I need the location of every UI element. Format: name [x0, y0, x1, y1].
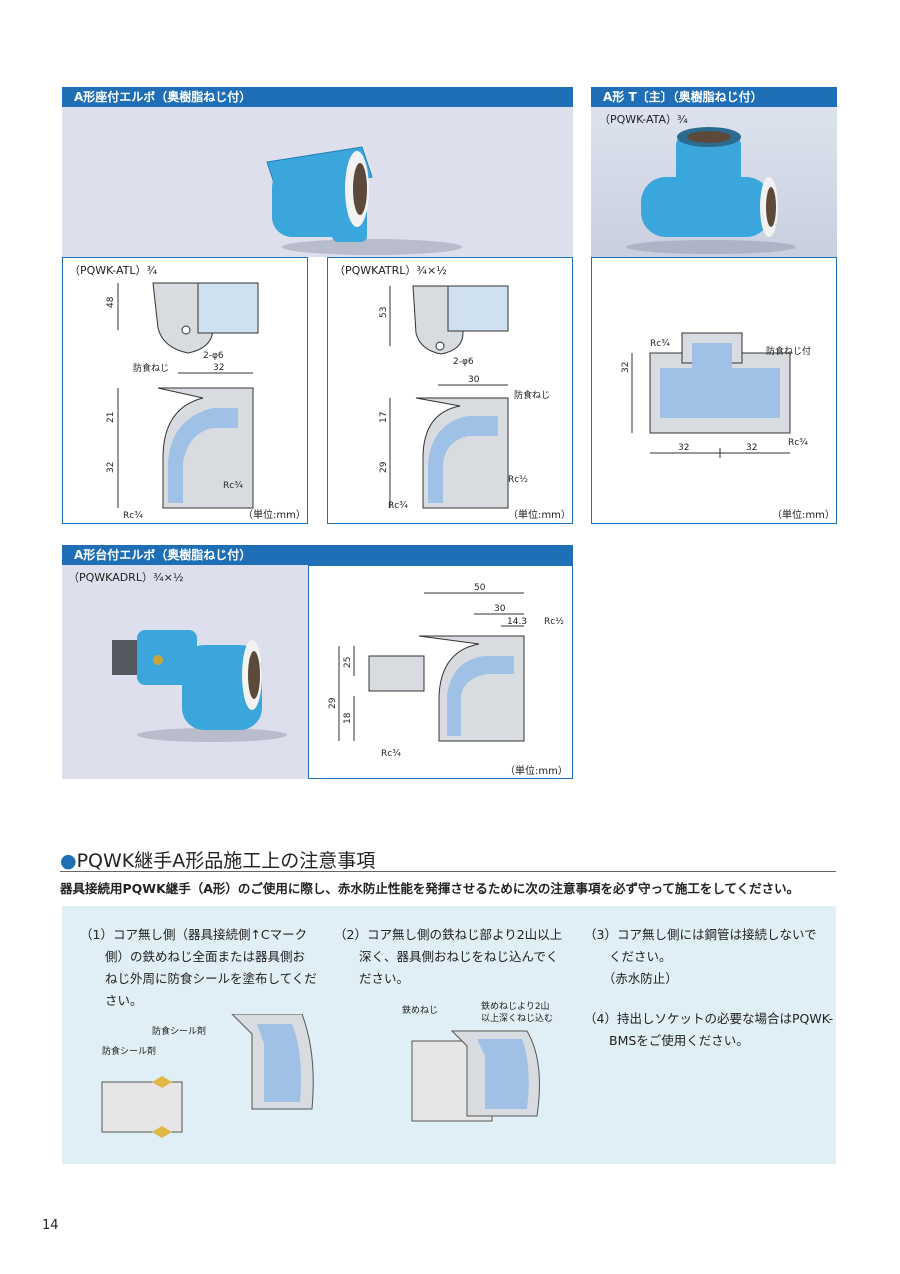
- tee-product-photo: [626, 127, 796, 254]
- section-rule: [60, 871, 836, 872]
- panel-header-drl: A形台付エルボ（奥樹脂ねじ付）: [62, 545, 573, 565]
- section-title-text: PQWK継手A形品施工上の注意事項: [76, 850, 376, 872]
- notes-panel: （1）コア無し側（器具接続側↑Cマーク 側）の鉄めねじ全面または器具側お ねじ外…: [62, 906, 836, 1164]
- section-intro: 器具接続用PQWK継手（A形）のご使用に際し、赤水防止性能を発揮させるために次の…: [60, 881, 800, 896]
- note-4-line-2: BMSをご使用ください。: [584, 1033, 749, 1048]
- note-3: （3）コア無し側には鋼管は接続しないで ください。 （赤水防止）: [584, 924, 817, 990]
- dim-17: 17: [379, 412, 389, 423]
- thread-figure: 鉄めねじ 鉄めねじより2山 以上深くねじ込む: [402, 1001, 553, 1122]
- model-t: （PQWK-ATA）¾: [599, 113, 688, 126]
- model-drl: （PQWKADRL）¾×½: [68, 571, 184, 584]
- drawing-box-t: Rc¾ 32 防食ねじ付 Rc¾ 32 32 （単位:mm）: [591, 257, 837, 524]
- note-3-line-2: ください。: [584, 949, 672, 964]
- photo-t: （PQWK-ATA）¾: [591, 107, 837, 257]
- label-rc2: Rc¾: [381, 749, 401, 759]
- base-elbow-product-photo: [112, 630, 287, 742]
- label-rc1: Rc¾: [650, 339, 670, 349]
- dim-w2: 32: [746, 443, 757, 453]
- note-2-line-1: （2）コア無し側の鉄ねじ部より2山以上: [334, 927, 563, 942]
- dim-hole: 2-φ6: [453, 357, 474, 367]
- dim-32: 32: [213, 363, 224, 373]
- thread-label-2: 鉄めねじより2山: [481, 1001, 550, 1012]
- dim-hole: 2-φ6: [203, 351, 224, 361]
- unit-atrl: （単位:mm）: [508, 510, 571, 521]
- dim-32: 32: [621, 362, 631, 373]
- drawing-atrl: 53 30 17 29 2-φ6 防食ねじ Rc½ Rc¾: [379, 285, 550, 511]
- note-1-line-4: さい。: [80, 993, 143, 1008]
- model-atrl: （PQWKATRL）¾×½: [334, 264, 447, 277]
- note-2-line-2: 深く、器具側おねじをねじ込んでく: [334, 949, 559, 964]
- label-rc1: Rc¾: [223, 481, 243, 491]
- panel-header-atl: A形座付エルボ（奥樹脂ねじ付）: [62, 87, 573, 107]
- seal-label-2: 防食シール剤: [102, 1045, 156, 1057]
- note-3-line-3: （赤水防止）: [584, 971, 678, 986]
- dim-30: 30: [494, 604, 506, 614]
- unit-atl: （単位:mm）: [243, 510, 306, 521]
- photo-atl: [62, 107, 573, 257]
- page-number: 14: [42, 1218, 59, 1233]
- unit-t: （単位:mm）: [772, 510, 835, 521]
- seal-figure: 防食シール剤 防食シール剤: [101, 1014, 314, 1138]
- dim-21: 21: [106, 412, 116, 423]
- model-atl: （PQWK-ATL）¾: [69, 264, 158, 277]
- dim-18: 18: [343, 712, 353, 724]
- photo-drl: （PQWKADRL）¾×½: [62, 565, 308, 779]
- label-rc2: Rc¾: [388, 501, 408, 511]
- dim-143: 14.3: [507, 617, 527, 627]
- dim-29: 29: [328, 697, 338, 709]
- dim-48: 48: [106, 296, 116, 308]
- section-title: ●PQWK継手A形品施工上の注意事項: [60, 846, 375, 873]
- drawing-box-atl: （PQWK-ATL）¾ 48 32 21 32 2-φ6 防食ねじ Rc¾ Rc…: [62, 257, 308, 524]
- note-4-line-1: （4）持出しソケットの必要な場合はPQWK-: [584, 1011, 834, 1026]
- drawing-drl: 50 30 14.3 Rc½ 25 29 18 Rc¾: [328, 583, 564, 759]
- drawing-box-atrl: （PQWKATRL）¾×½ 53 30 17 29 2-φ6 防食ねじ Rc½ …: [327, 257, 573, 524]
- dim-53: 53: [379, 307, 389, 318]
- note-3-line-1: （3）コア無し側には鋼管は接続しないで: [584, 927, 817, 942]
- note-1-line-2: 側）の鉄めねじ全面または器具側お: [80, 949, 306, 964]
- dim-50: 50: [474, 583, 486, 593]
- label-rc1: Rc½: [544, 617, 564, 627]
- drawing-box-drl: 50 30 14.3 Rc½ 25 29 18 Rc¾ （単位:mm）: [308, 565, 573, 779]
- thread-label-1: 鉄めねじ: [402, 1004, 438, 1016]
- dim-25: 25: [343, 657, 353, 668]
- thread-label-3: 以上深くねじ込む: [481, 1013, 553, 1024]
- note-1: （1）コア無し側（器具接続側↑Cマーク 側）の鉄めねじ全面または器具側お ねじ外…: [80, 924, 317, 1012]
- dim-32b: 32: [106, 462, 116, 473]
- label-boshoku: 防食ねじ: [133, 362, 169, 374]
- dim-30: 30: [468, 375, 480, 385]
- drawing-t: Rc¾ 32 防食ねじ付 Rc¾ 32 32: [621, 332, 811, 458]
- drawing-atl: 48 32 21 32 2-φ6 防食ねじ Rc¾ Rc¾: [106, 282, 259, 521]
- dim-w1: 32: [678, 443, 689, 453]
- label-boshoku: 防食ねじ付: [766, 345, 811, 357]
- label-boshoku: 防食ねじ: [514, 389, 550, 401]
- label-rc2: Rc¾: [788, 438, 808, 448]
- bullet-icon: ●: [60, 850, 77, 872]
- panel-header-t: A形 T〔主〕（奥樹脂ねじ付）: [591, 87, 837, 107]
- note-1-line-3: ねじ外周に防食シールを塗布してくだ: [80, 971, 317, 986]
- note-1-line-1: （1）コア無し側（器具接続側↑Cマーク: [80, 927, 308, 942]
- label-rc1: Rc½: [508, 475, 528, 485]
- note-2: （2）コア無し側の鉄ねじ部より2山以上 深く、器具側おねじをねじ込んでく ださい…: [334, 924, 562, 990]
- dim-29: 29: [379, 461, 389, 473]
- unit-drl: （単位:mm）: [505, 766, 568, 777]
- elbow-product-photo: [266, 146, 462, 255]
- note-4: （4）持出しソケットの必要な場合はPQWK- BMSをご使用ください。: [584, 1008, 833, 1052]
- seal-label-1: 防食シール剤: [152, 1025, 206, 1037]
- note-2-line-3: ださい。: [334, 971, 410, 986]
- label-rc2: Rc¾: [123, 511, 143, 521]
